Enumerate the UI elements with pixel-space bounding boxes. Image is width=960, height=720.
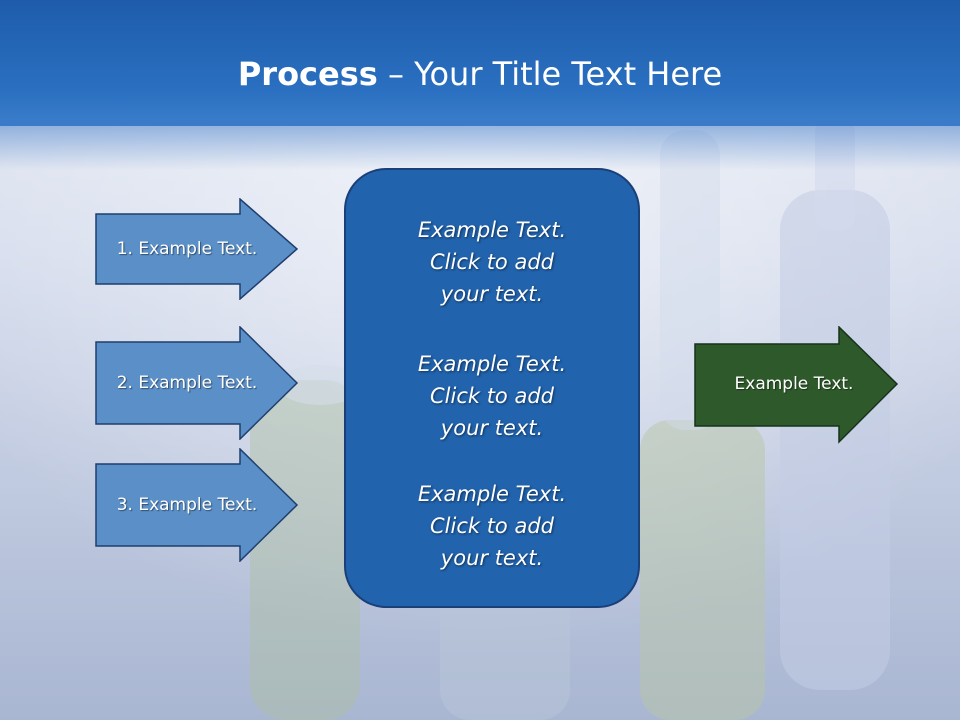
title-rest: – Your Title Text Here	[377, 55, 723, 93]
input-arrow-3-label: 3. Example Text.	[116, 495, 258, 515]
slide-title: Process – Your Title Text Here	[0, 52, 960, 96]
output-arrow-label: Example Text.	[734, 374, 854, 394]
input-arrow-1-label: 1. Example Text.	[116, 239, 258, 259]
arrow-shape	[694, 326, 899, 444]
arrow-shape	[95, 326, 299, 440]
center-text-block-3[interactable]: Example Text. Click to add your text.	[417, 482, 567, 570]
input-arrow-2-label: 2. Example Text.	[116, 373, 258, 393]
center-text-box[interactable]: Example Text. Click to add your text. Ex…	[344, 168, 640, 608]
output-arrow[interactable]: Example Text.	[694, 326, 900, 444]
title-bar	[0, 0, 960, 126]
input-arrow-2[interactable]: 2. Example Text.	[95, 326, 300, 440]
title-bar-fade	[0, 120, 960, 170]
title-bold: Process	[237, 55, 378, 93]
center-text-block-1[interactable]: Example Text. Click to add your text.	[417, 218, 567, 306]
arrow-shape	[95, 448, 299, 562]
input-arrow-3[interactable]: 3. Example Text.	[95, 448, 300, 562]
input-arrow-1[interactable]: 1. Example Text.	[95, 198, 300, 300]
arrow-shape	[95, 198, 299, 300]
center-text-block-2[interactable]: Example Text. Click to add your text.	[417, 352, 567, 440]
